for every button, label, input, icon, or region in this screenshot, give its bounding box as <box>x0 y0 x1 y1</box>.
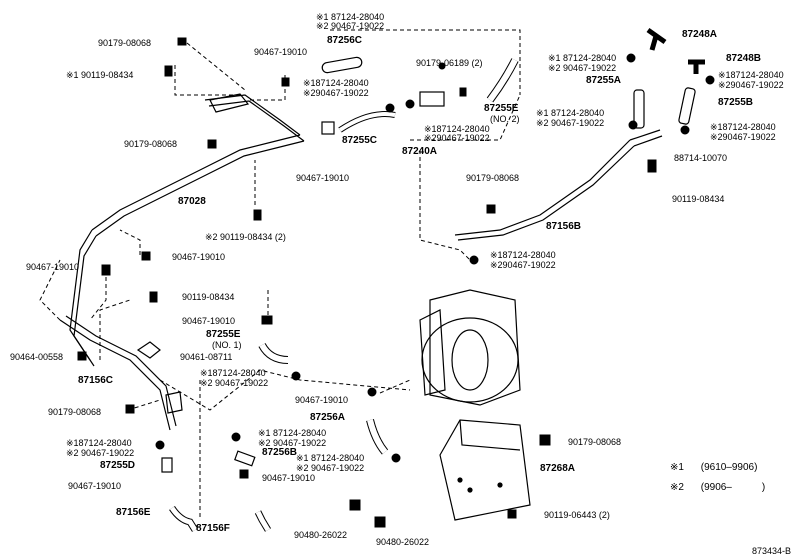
part-label[interactable]: 90467-19010 <box>296 173 350 183</box>
part-label[interactable]: ※1 87124-28040 <box>548 53 617 63</box>
part-label[interactable]: ※187124-28040 <box>303 78 369 88</box>
part-label[interactable]: 87156E <box>116 507 151 518</box>
legend-entry-1: ※1 (9610–9906) <box>670 462 757 473</box>
part-label[interactable]: ※2 90467-19022 <box>536 118 605 128</box>
hose-87256B <box>234 450 256 467</box>
part-label[interactable]: 87256C <box>327 35 363 46</box>
pipe-87028-a <box>91 134 301 231</box>
legend-mark: ※2 <box>670 482 684 493</box>
part-label[interactable]: ※1 87124-28040 <box>258 428 327 438</box>
part-label[interactable]: 87156B <box>546 221 582 232</box>
part-label[interactable]: ※290467-19022 <box>718 80 784 90</box>
legend-range: (9906– ) <box>700 482 766 493</box>
hose-87256C <box>321 56 363 74</box>
part-label[interactable]: 87156F <box>196 523 230 534</box>
part-label[interactable]: 90461-08711 <box>180 352 233 362</box>
part-label[interactable]: 87255B <box>718 97 754 108</box>
part-label[interactable]: ※2 90119-08434 (2) <box>205 232 286 242</box>
pipe-87156B-a <box>454 139 631 236</box>
pipe-87156C-b <box>65 315 177 427</box>
part-label[interactable]: 87255E <box>206 329 241 340</box>
part-label[interactable]: 87156C <box>78 375 114 386</box>
part-label[interactable]: 90179-08068 <box>98 38 152 48</box>
part-label[interactable]: ※187124-28040 <box>718 70 784 80</box>
part-label[interactable]: 90480-26022 <box>294 530 348 540</box>
part-label[interactable]: ※2 90467-19022 <box>66 448 135 458</box>
part-label[interactable]: ※1 90119-08434 <box>66 70 134 80</box>
part-label[interactable]: ※1 87124-28040 <box>316 12 385 22</box>
part-label[interactable]: 87028 <box>178 196 206 207</box>
part-label[interactable]: 87255C <box>342 135 378 146</box>
part-label[interactable]: ※2 90467-19022 <box>548 63 617 73</box>
hose-87255D <box>161 457 173 473</box>
part-label[interactable]: 90119-08434 <box>182 292 235 302</box>
part-label[interactable]: ※187124-28040 <box>490 250 556 260</box>
part-label[interactable]: ※2 90467-19022 <box>258 438 327 448</box>
part-label[interactable]: 90464-00558 <box>10 352 64 362</box>
part-label[interactable]: ※187124-28040 <box>424 124 490 134</box>
diagram-id: 873434-B <box>752 546 792 556</box>
hose-87255B <box>678 87 696 125</box>
part-label[interactable]: 90467-19010 <box>182 316 236 326</box>
part-label[interactable]: (NO. 2) <box>490 114 520 124</box>
part-label[interactable]: 87256B <box>262 447 298 458</box>
hose-87255A <box>633 89 645 129</box>
part-label[interactable]: ※2 90467-19022 <box>296 463 365 473</box>
part-label[interactable]: ※187124-28040 <box>66 438 132 448</box>
part-label[interactable]: 87240A <box>402 146 438 157</box>
legend-entry-2: ※2 (9906– ) <box>670 478 765 493</box>
part-label[interactable]: 90179-08068 <box>48 407 102 417</box>
part-label[interactable]: 87248B <box>726 53 762 64</box>
part-label[interactable]: ※187124-28040 <box>200 368 266 378</box>
blower-unit <box>419 289 521 406</box>
part-label[interactable]: 87255D <box>100 460 136 471</box>
part-label[interactable]: 90179-08068 <box>568 437 622 447</box>
part-label[interactable]: 87248A <box>682 29 718 40</box>
part-label[interactable]: 90467-19010 <box>68 481 122 491</box>
part-label[interactable]: 87256A <box>310 412 346 423</box>
part-label[interactable]: ※290467-19022 <box>303 88 369 98</box>
part-label[interactable]: 90467-19010 <box>172 252 226 262</box>
part-label[interactable]: (NO. 1) <box>212 340 242 350</box>
part-label[interactable]: 87255A <box>586 75 622 86</box>
part-label[interactable]: ※1 87124-28040 <box>296 453 365 463</box>
part-label[interactable]: ※1 87124-28040 <box>536 108 605 118</box>
part-label[interactable]: 87255E <box>484 103 519 114</box>
bracket-87268A <box>439 419 531 521</box>
part-label[interactable]: ※2 90467-19022 <box>200 378 269 388</box>
part-label[interactable]: ※290467-19022 <box>710 132 776 142</box>
part-label[interactable]: 90480-26022 <box>376 537 430 547</box>
part-label[interactable]: 90119-06443 (2) <box>544 510 610 520</box>
legend-range: (9610–9906) <box>700 462 758 473</box>
part-label[interactable]: 90467-19010 <box>254 47 308 57</box>
part-label[interactable]: 90119-08434 <box>672 194 725 204</box>
part-label[interactable]: 90179-08068 <box>124 139 178 149</box>
part-label[interactable]: 90179-08068 <box>466 173 520 183</box>
part-label[interactable]: 90467-19010 <box>262 473 316 483</box>
pipe-87028-b <box>95 140 305 237</box>
part-label[interactable]: ※187124-28040 <box>710 122 776 132</box>
part-label[interactable]: ※2 90467-19022 <box>316 21 385 31</box>
part-label[interactable]: 87268A <box>540 463 576 474</box>
part-label[interactable]: ※290467-19022 <box>424 133 490 143</box>
bracket-87240A <box>419 91 445 107</box>
part-label[interactable]: 90179-06189 (2) <box>416 58 483 68</box>
pipe-87156C-a <box>59 319 171 431</box>
pipe-87156B-b <box>457 145 635 241</box>
part-label[interactable]: 90467-19010 <box>26 262 80 272</box>
part-label[interactable]: 88714-10070 <box>674 153 728 163</box>
part-label[interactable]: 90467-19010 <box>295 395 349 405</box>
part-label[interactable]: ※290467-19022 <box>490 260 556 270</box>
legend-mark: ※1 <box>670 462 684 473</box>
